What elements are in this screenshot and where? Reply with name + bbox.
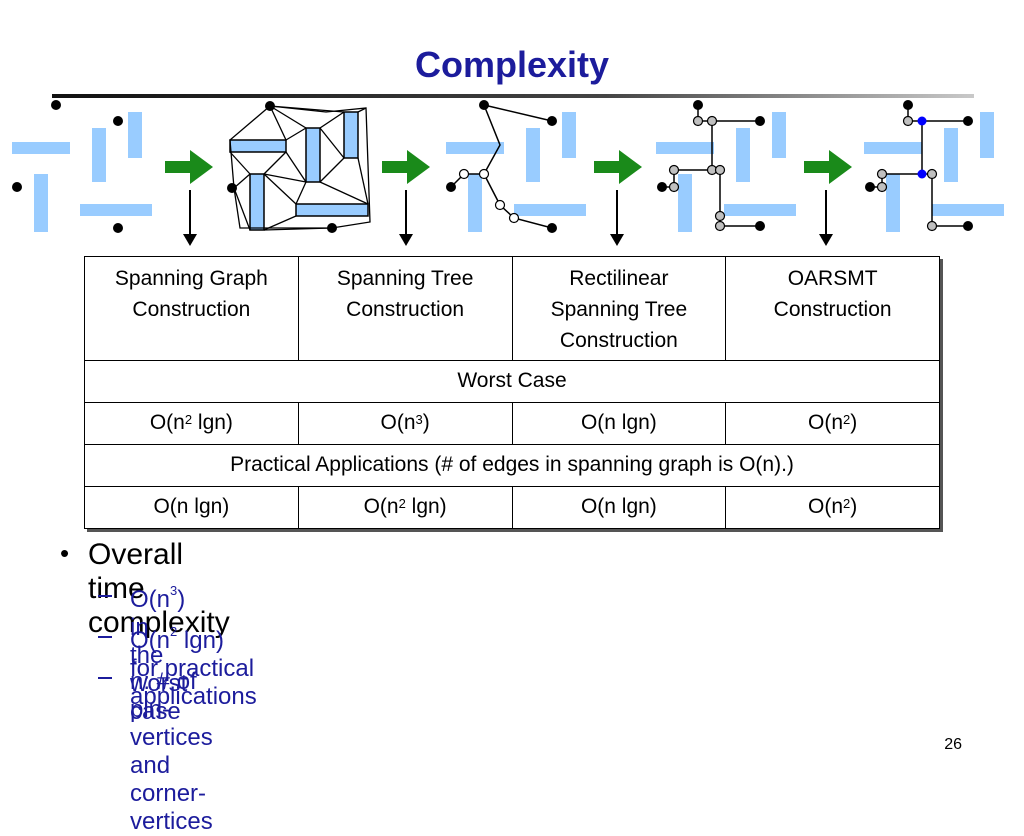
down-arrow-icon (399, 190, 413, 246)
table-cell: O(n lgn) (511, 402, 727, 445)
green-right-arrow-icon (804, 150, 852, 184)
dash-icon (98, 595, 112, 597)
down-arrow-icon (819, 190, 833, 246)
table-cell: O(n2) (725, 486, 940, 529)
practical-label-row: Practical Applications (# of edges in sp… (84, 444, 940, 487)
table-cell: O(n2) (725, 402, 940, 445)
main-bullet-text: Overall time complexity (88, 538, 230, 639)
panel-rectilinear-tree (656, 100, 796, 232)
green-right-arrow-icon (382, 150, 430, 184)
table-cell: O(n lgn) (84, 486, 299, 529)
page-number: 26 (944, 736, 962, 753)
pin-vertex-icon (51, 100, 61, 110)
dash-icon (98, 677, 112, 679)
sub-bullet-text: O(n3) in the worst case (130, 583, 188, 725)
pin-vertex-icon (12, 182, 22, 192)
steiner-point-icon (917, 116, 927, 126)
panel-spanning-tree (446, 100, 586, 233)
worst-case-label-row: Worst Case (84, 360, 940, 403)
obstacle-icon (12, 112, 152, 232)
practical-row: O(n lgn) O(n2 lgn) O(n lgn) O(n2) (84, 486, 940, 529)
down-arrow-icon (610, 190, 624, 246)
sub-bullet-text: O(n2 lgn) for practical applications (130, 624, 257, 710)
pin-vertex-icon (113, 223, 123, 233)
bullet-icon: • (60, 538, 70, 568)
worst-case-row: O(n2 lgn) O(n3) O(n lgn) O(n2) (84, 402, 940, 445)
table-cell: O(n lgn) (511, 486, 727, 529)
algorithm-flow-diagram (12, 100, 1004, 246)
steiner-point-icon (917, 169, 927, 179)
down-arrow-icon (183, 190, 197, 246)
table-cell: O(n3) (297, 402, 513, 445)
sub-bullet-text: n: # of pin-vertices and corner-vertices (130, 668, 213, 835)
dash-icon (98, 636, 112, 638)
green-right-arrow-icon (165, 150, 213, 184)
panel-spanning-graph (227, 101, 371, 233)
table-cell: O(n2 lgn) (297, 486, 513, 529)
worst-case-label: Worst Case (84, 360, 940, 403)
practical-label: Practical Applications (# of edges in sp… (84, 444, 940, 487)
title-rule (52, 94, 974, 98)
green-right-arrow-icon (594, 150, 642, 184)
page-title: Complexity (414, 44, 610, 85)
table-cell: O(n2 lgn) (84, 402, 299, 445)
pin-vertex-icon (113, 116, 123, 126)
panel-pins-obstacles (12, 100, 152, 233)
panel-oarsmt (864, 100, 1004, 232)
